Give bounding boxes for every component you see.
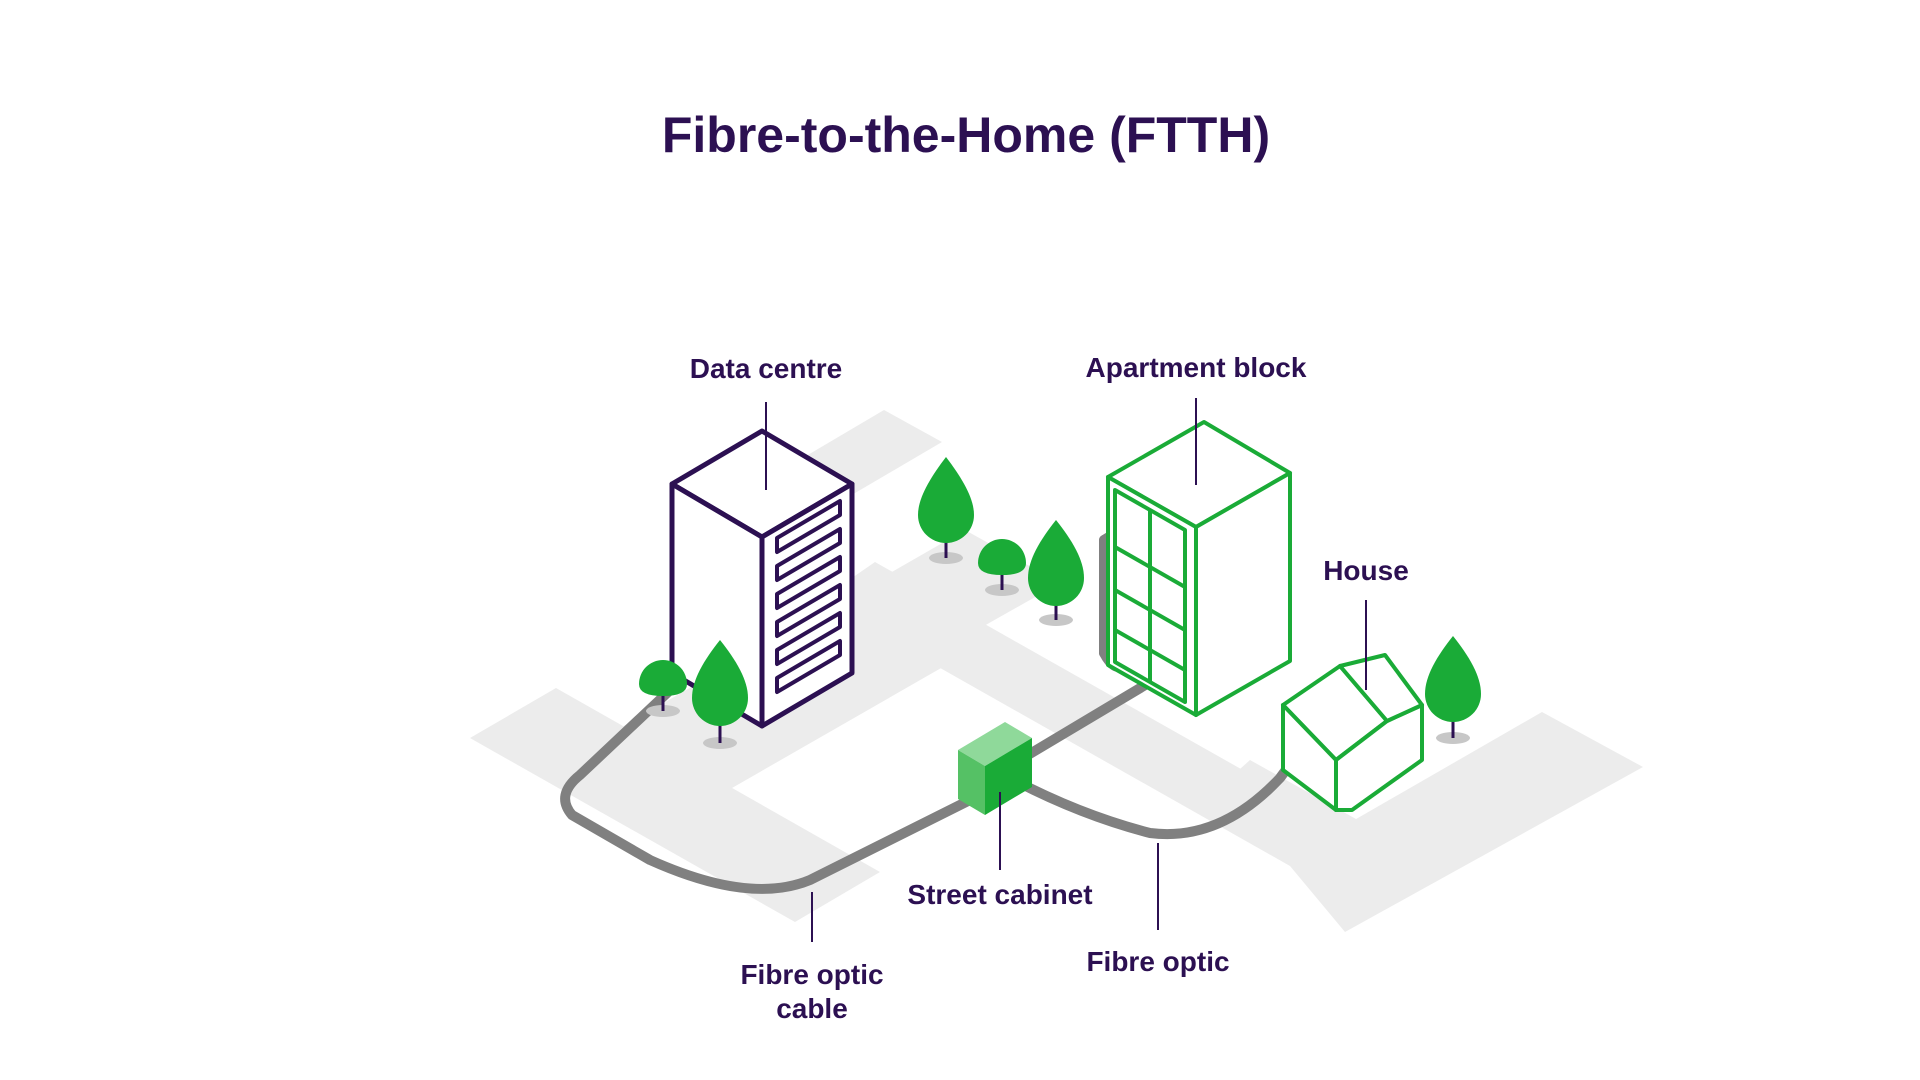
label-fibre-optic-cable-line2: cable bbox=[776, 993, 848, 1024]
street-cabinet-icon bbox=[958, 722, 1032, 815]
leader-lines bbox=[765, 398, 1367, 942]
apartment-block-building-icon bbox=[1106, 420, 1292, 717]
fibre-optic-line-to-house bbox=[1005, 743, 1307, 840]
labels: Data centre Apartment block House Street… bbox=[690, 352, 1409, 1024]
fibre-optic-cable bbox=[560, 673, 975, 894]
label-street-cabinet: Street cabinet bbox=[907, 879, 1092, 910]
trees bbox=[639, 457, 1481, 749]
house-icon bbox=[1281, 653, 1424, 812]
data-centre-building-icon bbox=[669, 428, 855, 729]
label-fibre-optic: Fibre optic bbox=[1086, 946, 1229, 977]
label-house: House bbox=[1323, 555, 1409, 586]
road-segment bbox=[820, 562, 1340, 866]
label-data-centre: Data centre bbox=[690, 353, 843, 384]
tree-icon bbox=[639, 660, 687, 717]
page-title: Fibre-to-the-Home (FTTH) bbox=[662, 107, 1270, 163]
tree-icon bbox=[1425, 636, 1481, 744]
tree-icon bbox=[1028, 520, 1084, 626]
fibre-optic-line-to-apartment bbox=[1023, 670, 1167, 760]
label-fibre-optic-cable-line1: Fibre optic bbox=[740, 959, 883, 990]
road-segment bbox=[1285, 712, 1643, 932]
tree-icon bbox=[978, 539, 1026, 596]
label-apartment-block: Apartment block bbox=[1086, 352, 1307, 383]
tree-icon bbox=[918, 457, 974, 564]
server-racks bbox=[775, 499, 842, 694]
tree-icon bbox=[692, 640, 748, 749]
